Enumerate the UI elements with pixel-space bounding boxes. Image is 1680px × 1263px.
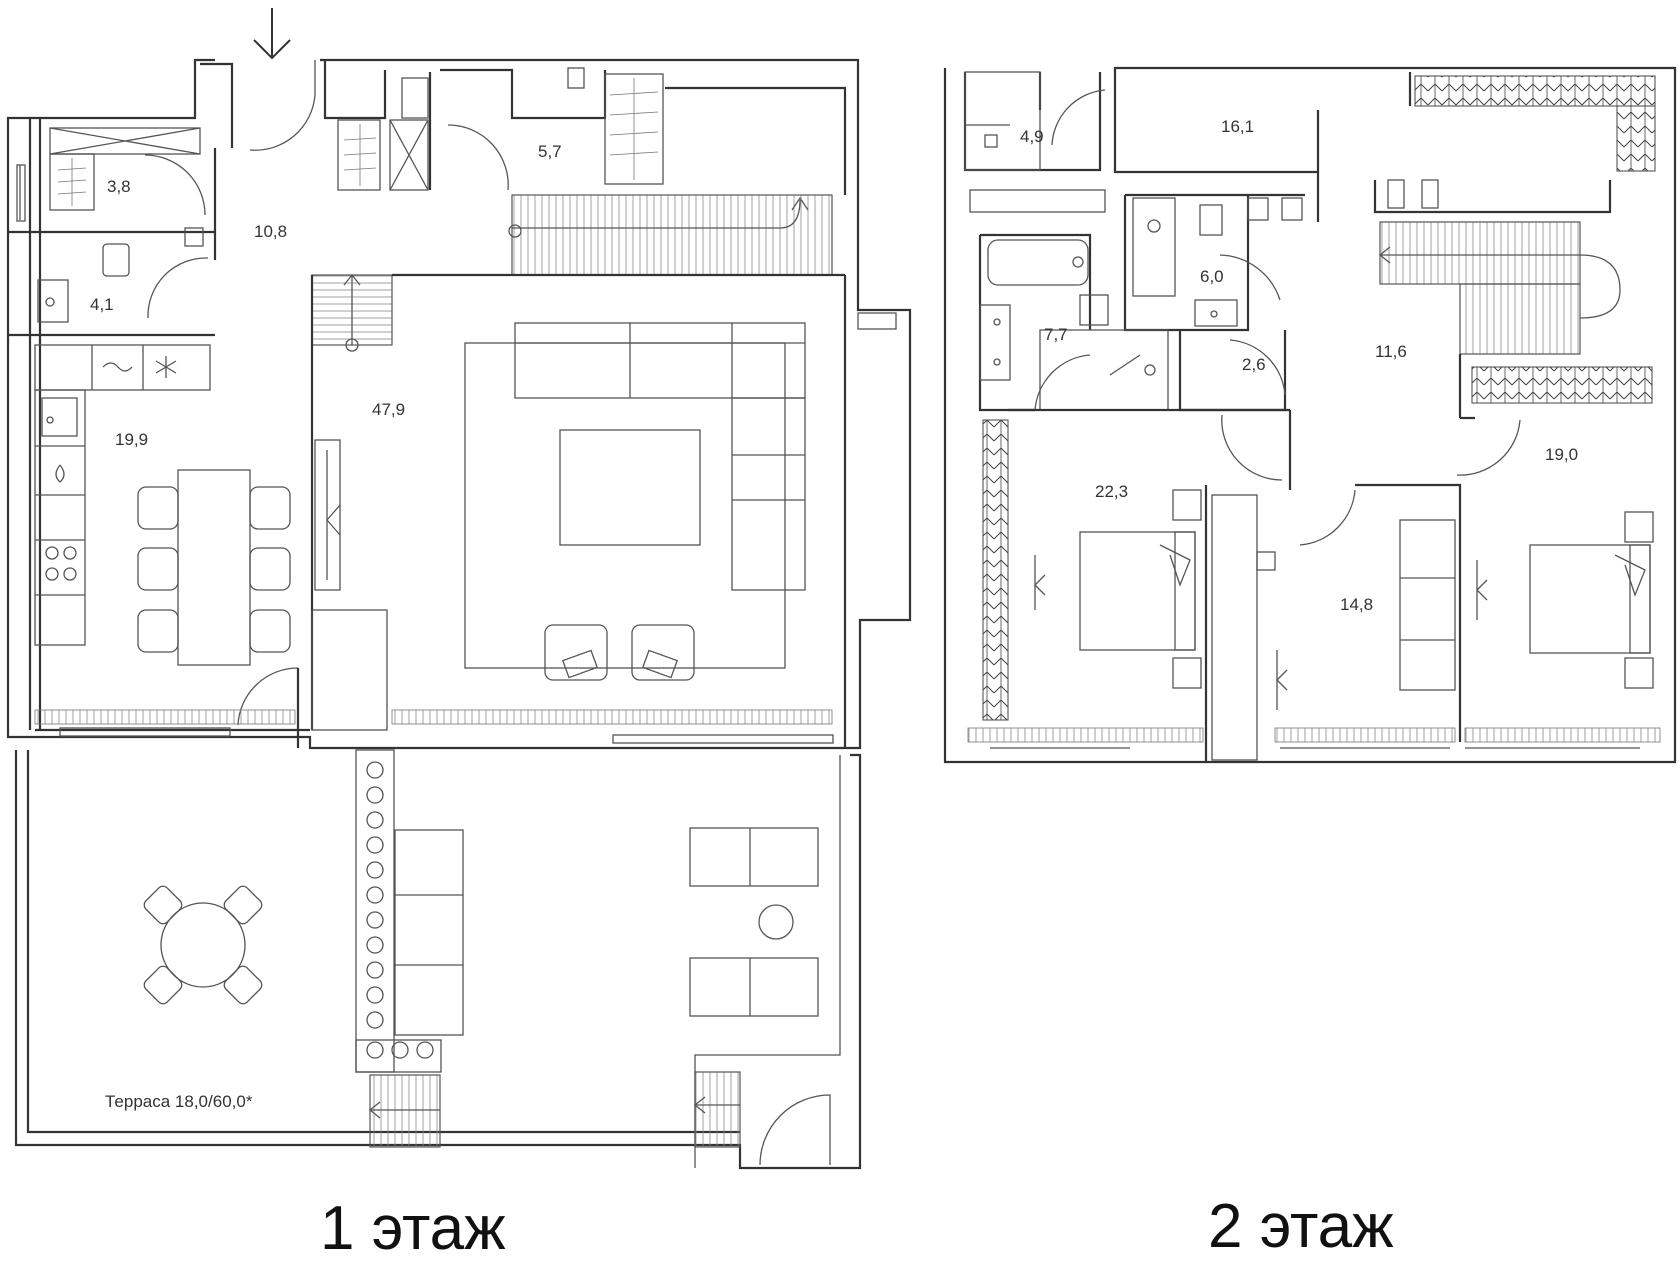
room-area-kitchen: 19,9 bbox=[115, 430, 148, 449]
bed-icon bbox=[1034, 489, 1202, 689]
planter-flowers bbox=[366, 761, 434, 1059]
stairs-icon bbox=[1378, 221, 1621, 420]
room-utility bbox=[249, 60, 847, 195]
room-area-living: 47,9 bbox=[372, 400, 405, 419]
floor-2-plan: 4,9 16,1 6,0 7,7 2,6 11,6 22,3 19,0 14,8 bbox=[943, 66, 1677, 764]
room-area-storage: 3,8 bbox=[107, 177, 131, 196]
outer-wall bbox=[6, 58, 912, 750]
wardrobe-icon bbox=[982, 75, 1656, 721]
stairs-icon bbox=[311, 194, 833, 352]
room-area-terrace: Терраса 18,0/60,0* bbox=[105, 1092, 253, 1111]
terrace bbox=[14, 749, 862, 1170]
floor-1-plan: 3,8 10,8 4,1 5,7 19,9 47,9 Терраса 18,0/… bbox=[6, 8, 912, 1170]
room-bath-large bbox=[978, 233, 1169, 412]
room-kitchen bbox=[34, 344, 211, 646]
room-area-closet: 4,9 bbox=[1020, 127, 1044, 146]
room-area-hall: 10,8 bbox=[254, 222, 287, 241]
room-area-corridor: 16,1 bbox=[1221, 117, 1254, 136]
room-area-bath-large: 7,7 bbox=[1044, 325, 1068, 344]
room-storage bbox=[8, 127, 217, 260]
sofa-icon bbox=[464, 322, 806, 681]
room-area-hall: 11,6 bbox=[1375, 342, 1407, 361]
bed-icon bbox=[1476, 511, 1654, 689]
entrance-arrow-icon bbox=[253, 8, 291, 60]
room-area-wc: 4,1 bbox=[90, 295, 114, 314]
room-area-bedroom-master: 22,3 bbox=[1095, 482, 1128, 501]
room-area-utility: 5,7 bbox=[538, 142, 562, 161]
room-area-storage-small: 2,6 bbox=[1242, 355, 1266, 374]
floor-1-title: 1 этаж bbox=[320, 1194, 506, 1263]
room-area-bedroom-right: 19,0 bbox=[1545, 445, 1578, 464]
room-wc bbox=[8, 227, 215, 337]
room-bath-small bbox=[1123, 193, 1305, 332]
room-area-bath-small: 6,0 bbox=[1200, 267, 1224, 286]
floor-2-title: 2 этаж bbox=[1208, 1192, 1394, 1261]
outer-wall-inner bbox=[28, 62, 310, 732]
dining-table-icon bbox=[137, 469, 291, 666]
room-area-bedroom-middle: 14,8 bbox=[1340, 595, 1373, 614]
